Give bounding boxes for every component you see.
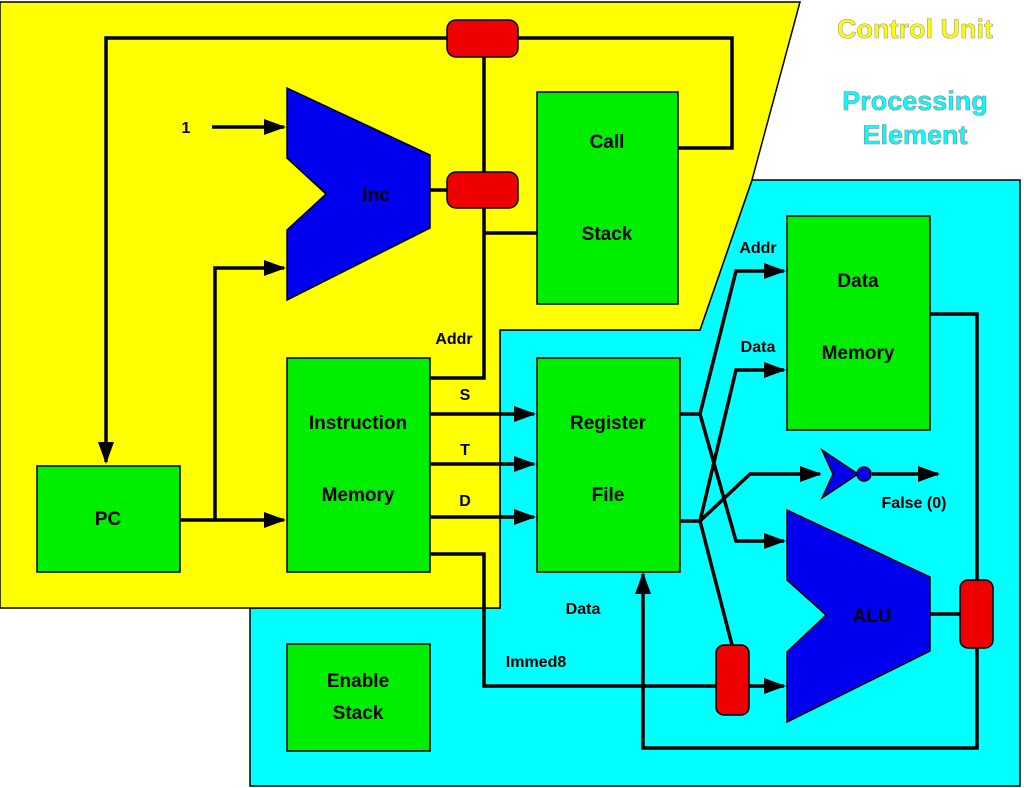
instruction-memory-label-2: Memory: [322, 485, 395, 506]
signal-addr-cu: Addr: [435, 331, 472, 348]
call-stack-label-1: Call: [590, 132, 625, 153]
signal-s: S: [460, 387, 471, 404]
mux-top: [446, 19, 519, 58]
wire-rf-to-addr: [698, 263, 786, 415]
instruction-memory-block: [286, 357, 431, 573]
wire-pc-out: [180, 260, 286, 522]
enable-stack-label-1: Enable: [327, 671, 389, 692]
wire-rf-to-alu-a: [698, 413, 786, 549]
not-gate-bubble: [856, 466, 872, 482]
register-file-label-1: Register: [570, 413, 647, 434]
signal-false-zero: False (0): [882, 495, 947, 512]
wire-rf-to-data: [698, 362, 786, 522]
pc-block: [36, 465, 181, 573]
enable-stack-label-2: Stack: [333, 703, 384, 724]
signal-immed8: Immed8: [506, 654, 567, 671]
call-stack-block: [536, 91, 679, 305]
signal-const-one: 1: [182, 120, 191, 137]
data-memory-block: [786, 215, 931, 431]
control-unit-title: Control Unit: [837, 14, 993, 44]
wire-rf-to-not: [698, 466, 822, 523]
wire-callstack-to-top-mux: [518, 36, 734, 150]
inc-block: [286, 86, 431, 302]
data-memory-label-1: Data: [837, 271, 879, 292]
wire-rf-to-alu-mux: [698, 520, 734, 646]
wire-top-mux-to-pc: [98, 36, 447, 464]
signal-addr-pe: Addr: [739, 240, 776, 257]
signal-t: T: [460, 442, 470, 459]
not-gate-icon: [820, 447, 860, 501]
instruction-memory-label-1: Instruction: [309, 413, 407, 434]
register-file-block: [536, 357, 681, 573]
call-stack-label-2: Stack: [582, 224, 633, 245]
register-file-label-2: File: [592, 485, 625, 506]
wire-dmem-to-result-mux: [930, 312, 979, 580]
mux-middle: [446, 171, 519, 209]
data-memory-label-2: Memory: [822, 343, 895, 364]
alu-label: ALU: [852, 606, 891, 627]
wire-mux-to-instr-addr: [430, 208, 486, 380]
enable-stack-block: [286, 643, 431, 752]
inc-label: Inc: [362, 185, 390, 206]
mux-result: [959, 579, 994, 649]
processing-element-title-line1: Processing: [842, 86, 988, 116]
processing-element-title-line2: Element: [862, 120, 967, 150]
pc-label: PC: [95, 509, 122, 530]
wire-immed8: [430, 552, 716, 688]
mux-alu-input: [715, 644, 750, 716]
signal-data-pe: Data: [741, 339, 776, 356]
signal-d: D: [459, 493, 471, 510]
signal-data-bottom: Data: [566, 601, 601, 618]
wire-writeback: [635, 572, 979, 750]
alu-block: [786, 508, 931, 724]
